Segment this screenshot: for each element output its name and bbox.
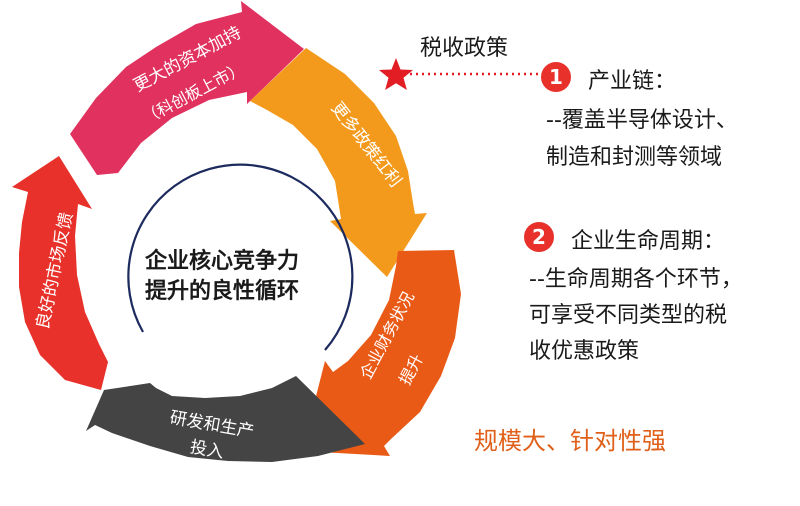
arrow-finance bbox=[302, 250, 461, 456]
item2-desc-line3: 收优惠政策 bbox=[529, 339, 640, 364]
circle-number-icon-1: 1 bbox=[541, 62, 571, 92]
arrow-rd bbox=[86, 376, 365, 462]
item1-title: 产业链： bbox=[588, 69, 677, 94]
item2-desc-line1: --生命周期各个环节， bbox=[529, 267, 743, 292]
item1-desc-line2: 制造和封测等领域 bbox=[546, 145, 723, 170]
slogan: 规模大、针对性强 bbox=[474, 427, 666, 455]
circle-number-icon-2: 2 bbox=[524, 222, 554, 252]
item2-desc-line2: 可享受不同类型的税 bbox=[529, 303, 728, 328]
arrow-policy bbox=[250, 48, 427, 277]
center-title-line2: 提升的良性循环 bbox=[145, 279, 300, 304]
star-icon bbox=[379, 58, 413, 90]
arrow-capital bbox=[70, 1, 304, 175]
item1-desc-line1: --覆盖半导体设计、 bbox=[546, 108, 738, 133]
arrow-market bbox=[12, 156, 108, 390]
center-title-line1: 企业核心竞争力 bbox=[145, 249, 300, 274]
tax-policy-label: 税收政策 bbox=[420, 36, 509, 61]
item2-title: 企业生命周期： bbox=[571, 229, 726, 254]
center-circle-outline bbox=[127, 163, 354, 351]
